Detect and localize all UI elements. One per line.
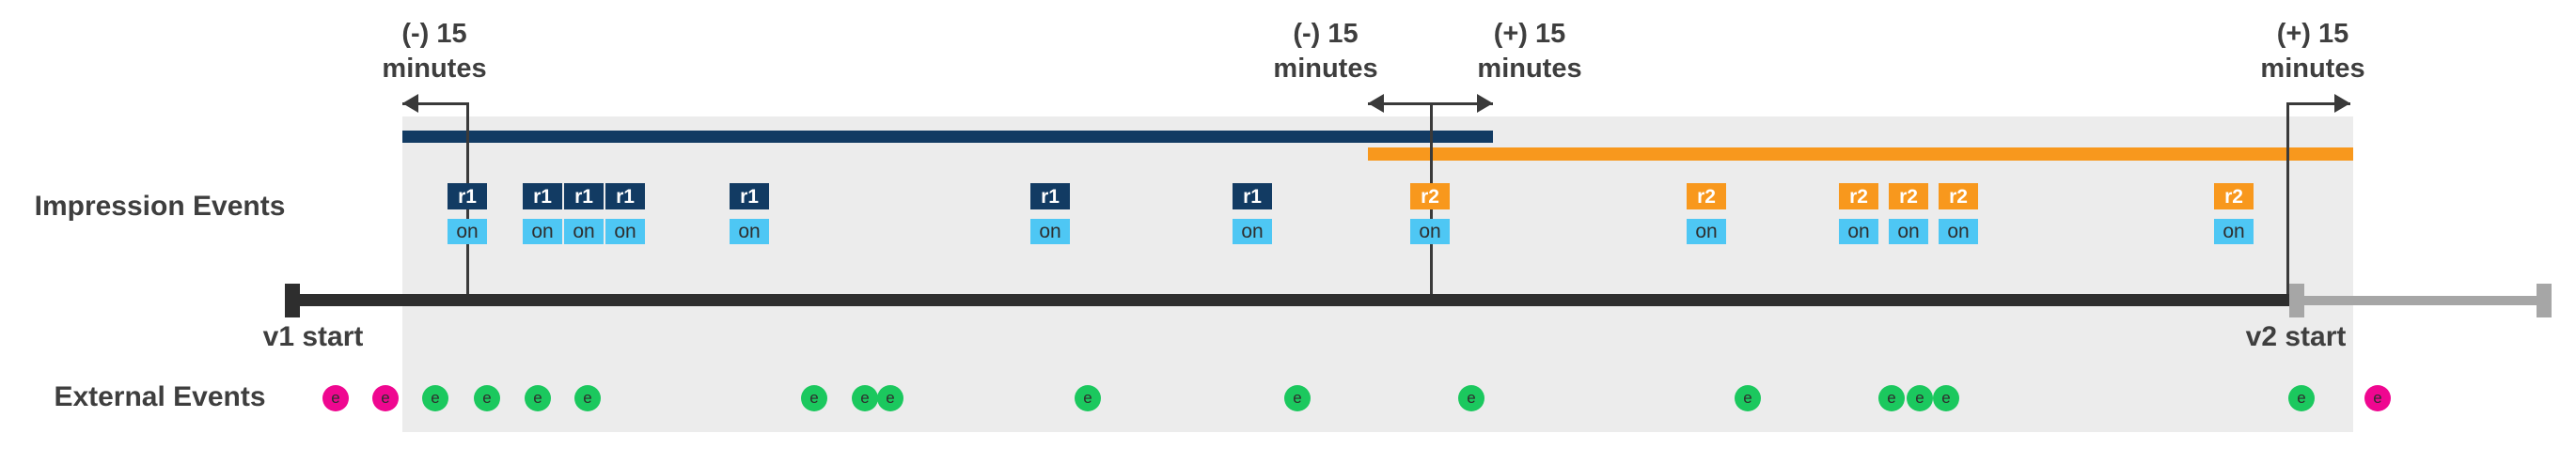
arrowhead-left-icon [1368, 94, 1384, 113]
impression-column: r1 on [448, 183, 487, 244]
external-event-dot: e [852, 385, 878, 411]
arrowhead-right-icon [2334, 94, 2350, 113]
external-event-dot: e [801, 385, 827, 411]
impression-column: r1 on [523, 183, 562, 244]
external-event-dot: e [574, 385, 601, 411]
impression-column: r1 on [730, 183, 769, 244]
on-badge: on [605, 219, 645, 244]
external-event-dot: e [422, 385, 448, 411]
impression-column: r2 on [1410, 183, 1450, 244]
external-event-dot: e [1075, 385, 1101, 411]
r1-badge: r1 [730, 183, 769, 209]
on-badge: on [1889, 219, 1928, 244]
external-event-dot: e [322, 385, 349, 411]
r2-badge: r2 [1839, 183, 1878, 209]
on-badge: on [448, 219, 487, 244]
external-event-dot: e [2364, 385, 2391, 411]
impression-column: r2 on [1687, 183, 1726, 244]
on-badge: on [564, 219, 604, 244]
external-event-dot: e [1907, 385, 1933, 411]
impression-column: r1 on [1233, 183, 1272, 244]
r1-badge: r1 [448, 183, 487, 209]
on-badge: on [1410, 219, 1450, 244]
r2-campaign-bar [1368, 147, 2353, 161]
on-badge: on [1030, 219, 1070, 244]
attribution-window-arrow [402, 102, 467, 105]
external-event-dot: e [474, 385, 500, 411]
on-badge: on [1839, 219, 1878, 244]
background-panel [402, 116, 2353, 432]
r2-badge: r2 [1939, 183, 1978, 209]
v2-start-tick [2289, 284, 2304, 317]
v1-start-label: v1 start [262, 321, 364, 352]
impression-column: r2 on [1889, 183, 1928, 244]
r2-badge: r2 [1410, 183, 1450, 209]
external-event-dot: e [1458, 385, 1484, 411]
arrowhead-right-icon [1477, 94, 1493, 113]
marker-line [2286, 102, 2289, 295]
impression-column: r1 on [605, 183, 645, 244]
on-badge: on [2214, 219, 2254, 244]
timeline-end-tick [2537, 284, 2552, 317]
on-badge: on [1687, 219, 1726, 244]
r1-badge: r1 [605, 183, 645, 209]
impression-column: r2 on [1939, 183, 1978, 244]
r1-badge: r1 [564, 183, 604, 209]
r1-badge: r1 [1030, 183, 1070, 209]
external-event-dot: e [372, 385, 399, 411]
impression-column: r1 on [564, 183, 604, 244]
r2-badge: r2 [1687, 183, 1726, 209]
external-event-dot: e [1735, 385, 1761, 411]
on-badge: on [1939, 219, 1978, 244]
impression-column: r2 on [1839, 183, 1878, 244]
timeline-bar-active [292, 294, 2289, 306]
external-event-dot: e [1933, 385, 1959, 411]
r2-badge: r2 [2214, 183, 2254, 209]
arrowhead-left-icon [402, 94, 418, 113]
external-event-dot: e [1284, 385, 1311, 411]
attribution-window-arrow [2287, 102, 2350, 105]
attribution-window-arrow [1368, 102, 1493, 105]
r1-badge: r1 [1233, 183, 1272, 209]
v2-start-label: v2 start [2245, 321, 2347, 352]
r2-badge: r2 [1889, 183, 1928, 209]
r1-campaign-bar [402, 131, 1493, 143]
on-badge: on [1233, 219, 1272, 244]
impression-column: r2 on [2214, 183, 2254, 244]
v1-start-tick [285, 284, 300, 317]
r1-badge: r1 [523, 183, 562, 209]
external-events-label: External Events [54, 381, 266, 412]
impression-column: r1 on [1030, 183, 1070, 244]
external-event-dot: e [1878, 385, 1905, 411]
impression-events-label: Impression Events [34, 191, 286, 222]
external-event-dot: e [525, 385, 551, 411]
timeline-bar-future [2289, 296, 2550, 305]
external-event-dot: e [2288, 385, 2315, 411]
on-badge: on [523, 219, 562, 244]
on-badge: on [730, 219, 769, 244]
external-event-dot: e [877, 385, 903, 411]
